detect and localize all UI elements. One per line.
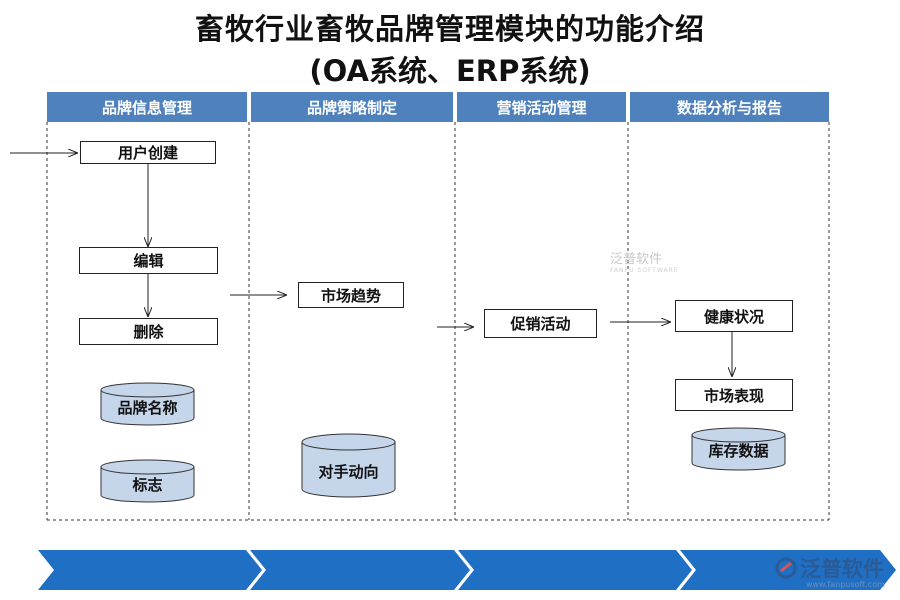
- brand-logo-icon: [775, 557, 797, 579]
- lane-header-marketing: 营销活动管理: [457, 92, 626, 124]
- process-chevron-band: [38, 550, 896, 590]
- chevron-3: [458, 550, 692, 590]
- brand-logo-text: 泛普软件: [800, 557, 884, 581]
- db-logo-label: 标志: [132, 476, 163, 494]
- db-brand-name-label: 品牌名称: [117, 399, 178, 417]
- chevron-4: [680, 550, 896, 590]
- db-competitor: 对手动向: [301, 433, 396, 498]
- diagram-subtitle: (OA系统、ERP系统): [309, 54, 591, 88]
- db-brand-name: 品牌名称: [100, 382, 195, 426]
- node-delete: 删除: [79, 318, 218, 345]
- watermark-text: 泛普软件: [610, 252, 663, 267]
- node-health-status: 健康状况: [675, 300, 793, 332]
- brand-logo: 泛普软件: [775, 553, 884, 583]
- node-market-performance: 市场表现: [675, 379, 793, 411]
- chevron-2: [250, 550, 470, 590]
- lane-header-brand-strategy: 品牌策略制定: [251, 92, 453, 124]
- node-user-create: 用户创建: [80, 141, 216, 164]
- lane-borders: [46, 122, 830, 521]
- brand-logo-url[interactable]: www.fanpusoft.com: [806, 580, 885, 589]
- watermark: 泛普软件 FANPU SOFTWARE: [610, 248, 679, 274]
- node-market-trend: 市场趋势: [298, 282, 404, 308]
- db-inventory: 库存数据: [691, 427, 786, 471]
- diagram-title: 畜牧行业畜牧品牌管理模块的功能介绍: [194, 12, 705, 46]
- db-logo: 标志: [100, 459, 195, 503]
- node-promotion: 促销活动: [484, 309, 597, 338]
- chevron-1: [38, 550, 262, 590]
- lane-header-analytics: 数据分析与报告: [630, 92, 829, 124]
- lane-header-brand-info: 品牌信息管理: [47, 92, 247, 124]
- watermark-subtext: FANPU SOFTWARE: [610, 267, 679, 274]
- db-inventory-label: 库存数据: [708, 442, 769, 460]
- db-competitor-label: 对手动向: [318, 463, 379, 481]
- node-edit: 编辑: [79, 247, 218, 274]
